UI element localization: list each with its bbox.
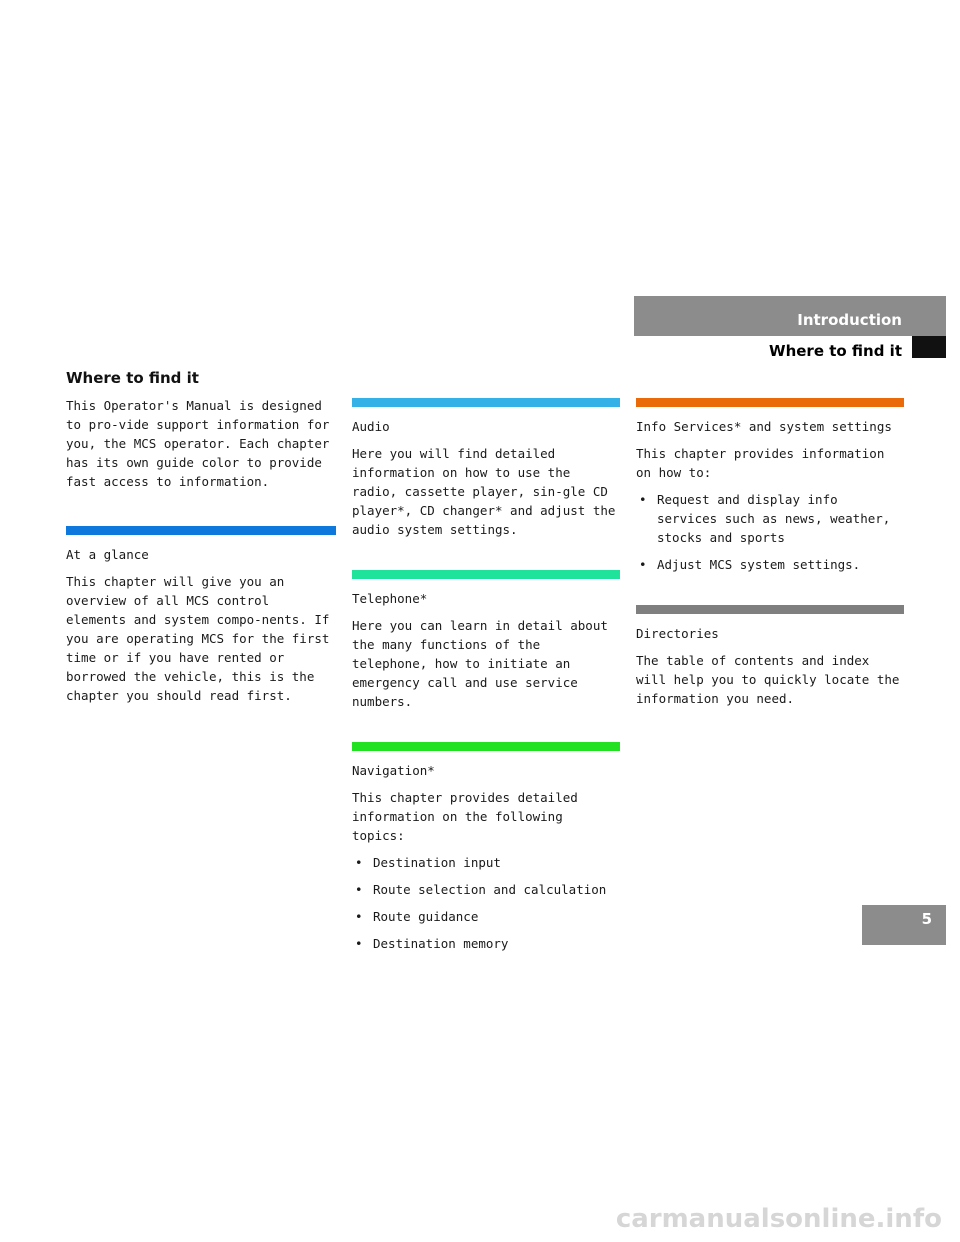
- list-item: •Route guidance: [355, 909, 479, 924]
- telephone-color-bar: [352, 570, 620, 579]
- audio-text: Here you will find detailed information …: [352, 446, 616, 537]
- info-services-topic-list: •Request and display info services such …: [636, 490, 904, 574]
- bullet-icon: •: [639, 557, 647, 572]
- header-section-bar: [634, 296, 946, 336]
- telephone-text: Here you can learn in detail about the m…: [352, 618, 608, 709]
- audio-title: Audio: [352, 419, 390, 434]
- page-number: 5: [921, 910, 932, 928]
- info-services-color-bar: [636, 398, 904, 407]
- list-item: •Adjust MCS system settings.: [639, 557, 861, 572]
- bullet-icon: •: [355, 855, 363, 870]
- at-a-glance-color-bar: [66, 526, 336, 535]
- header-tab-marker: [912, 336, 946, 358]
- navigation-text: This chapter provides detailed informati…: [352, 790, 578, 843]
- navigation-color-bar: [352, 742, 620, 751]
- info-services-title: Info Services* and system settings: [636, 419, 892, 434]
- right-column: Info Services* and system settings This …: [636, 398, 904, 716]
- directories-color-bar: [636, 605, 904, 614]
- list-item: •Request and display info services such …: [639, 492, 891, 545]
- list-item: •Destination input: [355, 855, 501, 870]
- bullet-icon: •: [355, 909, 363, 924]
- left-column: This Operator's Manual is designed to pr…: [66, 396, 336, 713]
- navigation-title: Navigation*: [352, 763, 435, 778]
- bullet-icon: •: [639, 492, 647, 507]
- intro-text: This Operator's Manual is designed to pr…: [66, 398, 330, 489]
- header-section-title: Introduction: [797, 311, 902, 329]
- navigation-topic-list: •Destination input •Route selection and …: [352, 853, 620, 953]
- page-number-tab: [862, 905, 946, 945]
- at-a-glance-text: This chapter will give you an overview o…: [66, 574, 330, 703]
- at-a-glance-title: At a glance: [66, 547, 149, 562]
- list-item: •Destination memory: [355, 936, 509, 951]
- middle-column: Audio Here you will find detailed inform…: [352, 398, 620, 961]
- bullet-icon: •: [355, 882, 363, 897]
- header-subsection-title: Where to find it: [769, 342, 902, 360]
- watermark: carmanualsonline.info: [615, 1204, 942, 1234]
- telephone-title: Telephone*: [352, 591, 428, 606]
- audio-color-bar: [352, 398, 620, 407]
- info-services-text: This chapter provides information on how…: [636, 446, 885, 480]
- list-item: •Route selection and calculation: [355, 882, 607, 897]
- directories-text: The table of contents and index will hel…: [636, 653, 900, 706]
- bullet-icon: •: [355, 936, 363, 951]
- directories-title: Directories: [636, 626, 719, 641]
- page-title: Where to find it: [66, 369, 199, 387]
